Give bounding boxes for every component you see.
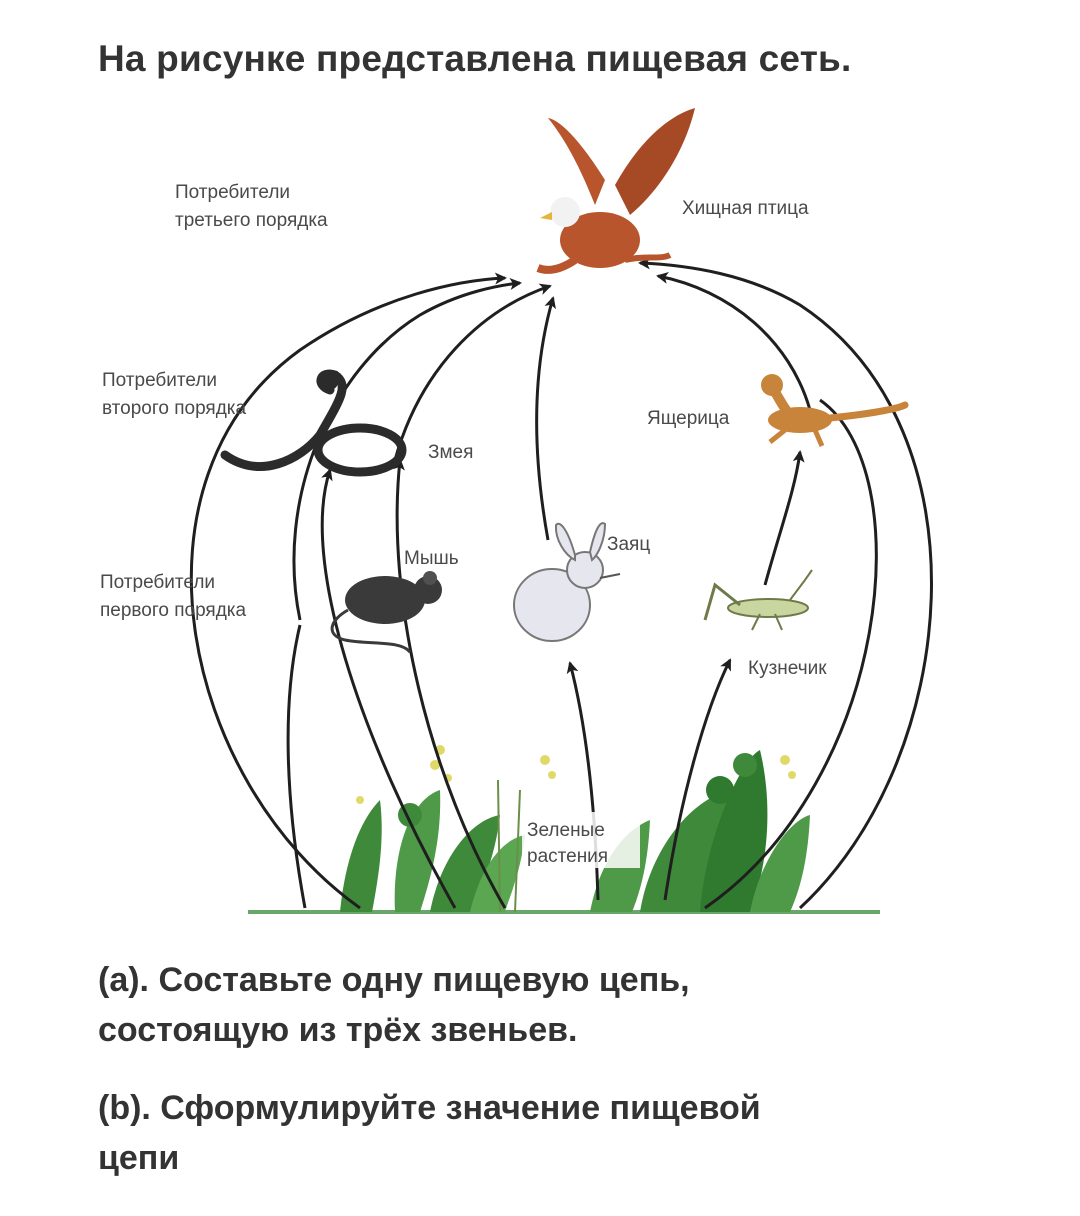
plants-label-line1: Зеленые bbox=[527, 820, 605, 841]
grasshopper-illustration bbox=[705, 570, 812, 630]
level-label-second-line2: второго порядка bbox=[102, 398, 247, 419]
raptor-illustration bbox=[538, 108, 695, 270]
mouse-illustration bbox=[332, 571, 442, 652]
arrow-lizard-to-raptor bbox=[658, 276, 810, 410]
snake-label: Змея bbox=[428, 442, 473, 463]
grasshopper-label: Кузнечик bbox=[748, 658, 827, 679]
question-b-line2: цепи bbox=[98, 1133, 978, 1183]
level-label-first-line2: первого порядка bbox=[100, 600, 247, 621]
plants-label-line2: растения bbox=[527, 846, 608, 867]
question-a-line2: состоящую из трёх звеньев. bbox=[98, 1005, 978, 1055]
arrow-plants-to-mouse bbox=[288, 625, 305, 908]
level-label-third-line1: Потребители bbox=[175, 182, 290, 203]
arrow-grasshopper-to-lizard bbox=[765, 452, 800, 585]
page-title: На рисунке представлена пищевая сеть. bbox=[98, 38, 851, 80]
snake-illustration bbox=[225, 374, 402, 472]
hare-label: Заяц bbox=[607, 534, 650, 555]
arrow-hare-to-raptor bbox=[537, 298, 553, 540]
level-label-first-line1: Потребители bbox=[100, 572, 215, 593]
question-b-line1: (b). Сформулируйте значение пищевой bbox=[98, 1083, 978, 1133]
food-web-diagram: Потребители третьего порядка Потребители… bbox=[0, 100, 1080, 940]
hare-illustration bbox=[514, 523, 620, 641]
question-b: (b). Сформулируйте значение пищевой цепи bbox=[98, 1083, 978, 1183]
question-a-line1: (a). Составьте одну пищевую цепь, bbox=[98, 955, 978, 1005]
lizard-label: Ящерица bbox=[647, 408, 730, 429]
level-label-second-line1: Потребители bbox=[102, 370, 217, 391]
mouse-label: Мышь bbox=[404, 548, 459, 569]
question-a: (a). Составьте одну пищевую цепь, состоя… bbox=[98, 955, 978, 1055]
raptor-label: Хищная птица bbox=[682, 198, 809, 219]
level-label-third-line2: третьего порядка bbox=[175, 210, 328, 231]
arrow-snake-to-raptor bbox=[395, 286, 550, 460]
